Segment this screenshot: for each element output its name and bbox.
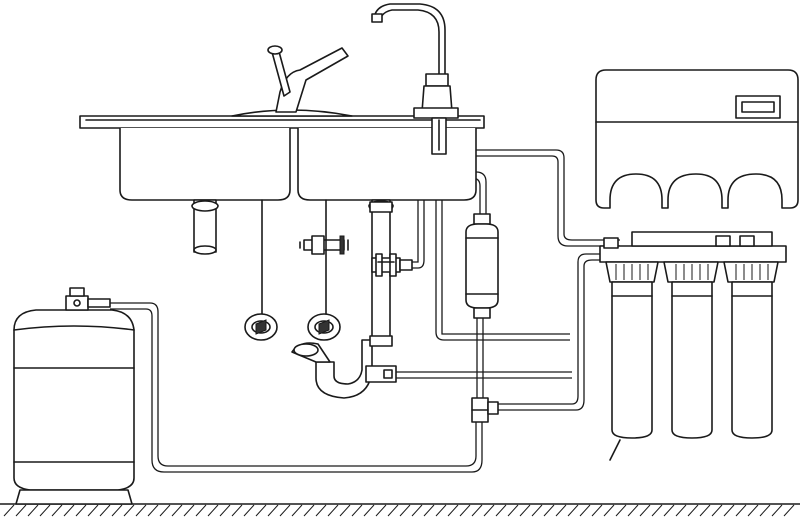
kitchen-faucet <box>231 45 353 117</box>
ro-drinking-faucet <box>371 3 459 155</box>
prefilter-housing-3 <box>723 261 779 439</box>
prefilter-housing-2 <box>663 261 719 439</box>
double-basin-kitchen-sink <box>79 115 485 341</box>
feed-water-adapter-valve <box>371 253 413 277</box>
reverse-osmosis-storage-tank <box>13 287 135 505</box>
tee-fitting <box>471 397 499 423</box>
supply-tubing <box>110 149 620 473</box>
three-stage-prefilter-housings <box>599 231 787 461</box>
prefilter-housing-1 <box>605 261 659 439</box>
floor <box>0 503 800 517</box>
air-gap <box>431 117 447 155</box>
tank-ball-valve <box>65 287 111 311</box>
cold-water-angle-valves <box>244 199 349 341</box>
drain-saddle <box>365 365 397 383</box>
ro-membrane-housing-bracket <box>595 69 799 209</box>
p-trap-drain <box>291 201 397 399</box>
inline-post-carbon-filter <box>465 213 499 319</box>
